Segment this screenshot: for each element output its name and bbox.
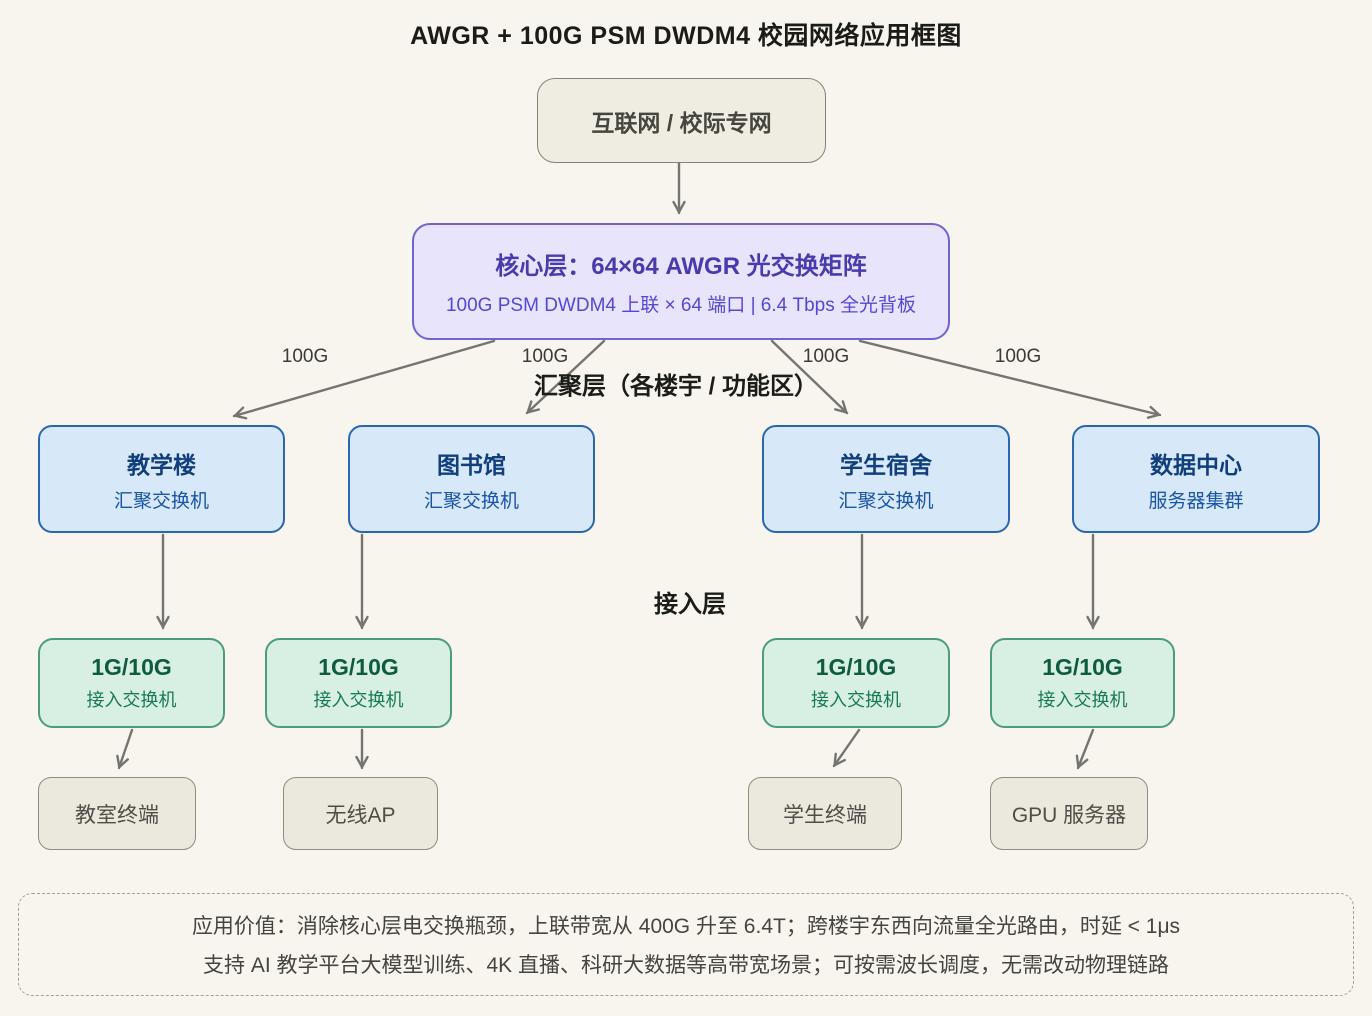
aggregation-layer-label: 汇聚层（各楼宇 / 功能区） [533, 373, 819, 400]
value-note-box: 应用价值：消除核心层电交换瓶颈，上联带宽从 400G 升至 6.4T；跨楼宇东西… [18, 893, 1354, 996]
node-title: 数据中心 [1150, 451, 1242, 478]
node-subtitle: 服务器集群 [1148, 490, 1244, 512]
link-label-100g-1: 100G [281, 346, 329, 367]
access-node-2: 1G/10G 接入交换机 [265, 638, 452, 728]
core-box: 核心层：64×64 AWGR 光交换矩阵 100G PSM DWDM4 上联 ×… [412, 223, 950, 340]
terminal-label: 无线AP [325, 803, 396, 827]
arrow [1075, 728, 1095, 770]
access-node-4: 1G/10G 接入交换机 [990, 638, 1175, 728]
terminal-node-wireless-ap: 无线AP [283, 777, 438, 850]
node-subtitle: 接入交换机 [86, 690, 177, 710]
node-subtitle: 接入交换机 [313, 690, 404, 710]
node-title: 1G/10G [91, 654, 172, 680]
node-subtitle: 接入交换机 [1037, 690, 1128, 710]
arrow [832, 728, 861, 768]
aggregation-node-data-center: 数据中心 服务器集群 [1072, 425, 1320, 533]
node-title: 1G/10G [815, 654, 897, 680]
link-label-100g-4: 100G [994, 346, 1042, 367]
arrow [770, 339, 849, 415]
arrow [232, 339, 496, 420]
node-title: 学生宿舍 [840, 451, 932, 478]
node-title: 1G/10G [318, 654, 399, 680]
node-subtitle: 汇聚交换机 [113, 490, 209, 512]
aggregation-node-dormitory: 学生宿舍 汇聚交换机 [762, 425, 1010, 533]
node-subtitle: 接入交换机 [811, 690, 901, 710]
node-title: 图书馆 [437, 451, 506, 478]
core-subtitle: 100G PSM DWDM4 上联 × 64 端口 | 6.4 Tbps 全光背… [445, 295, 917, 316]
terminal-label: GPU 服务器 [1011, 803, 1127, 827]
access-layer-label: 接入层 [654, 591, 726, 618]
node-title: 1G/10G [1042, 654, 1123, 680]
value-note-line2: 支持 AI 教学平台大模型训练、4K 直播、科研大数据等高带宽场景；可按需波长调… [202, 954, 1170, 977]
terminal-node-student: 学生终端 [748, 777, 902, 850]
arrow [116, 728, 134, 770]
node-subtitle: 汇聚交换机 [423, 490, 519, 512]
aggregation-node-teaching-building: 教学楼 汇聚交换机 [38, 425, 285, 533]
link-label-100g-3: 100G [802, 346, 850, 367]
value-note-line1: 应用价值：消除核心层电交换瓶颈，上联带宽从 400G 升至 6.4T；跨楼宇东西… [191, 915, 1181, 938]
access-node-1: 1G/10G 接入交换机 [38, 638, 225, 728]
arrow [525, 339, 606, 415]
terminal-label: 教室终端 [75, 803, 159, 827]
link-label-100g-2: 100G [521, 346, 569, 367]
terminal-node-gpu-server: GPU 服务器 [990, 777, 1148, 850]
aggregation-node-library: 图书馆 汇聚交换机 [348, 425, 595, 533]
arrow [858, 339, 1162, 419]
core-title: 核心层：64×64 AWGR 光交换矩阵 [495, 253, 867, 280]
node-subtitle: 汇聚交换机 [838, 490, 934, 512]
terminal-node-classroom: 教室终端 [38, 777, 196, 850]
internet-box: 互联网 / 校际专网 [537, 78, 826, 163]
page-title: AWGR + 100G PSM DWDM4 校园网络应用框图 [410, 22, 962, 50]
access-node-3: 1G/10G 接入交换机 [762, 638, 950, 728]
terminal-label: 学生终端 [783, 803, 867, 827]
internet-label: 互联网 / 校际专网 [591, 109, 772, 136]
node-title: 教学楼 [127, 451, 196, 478]
